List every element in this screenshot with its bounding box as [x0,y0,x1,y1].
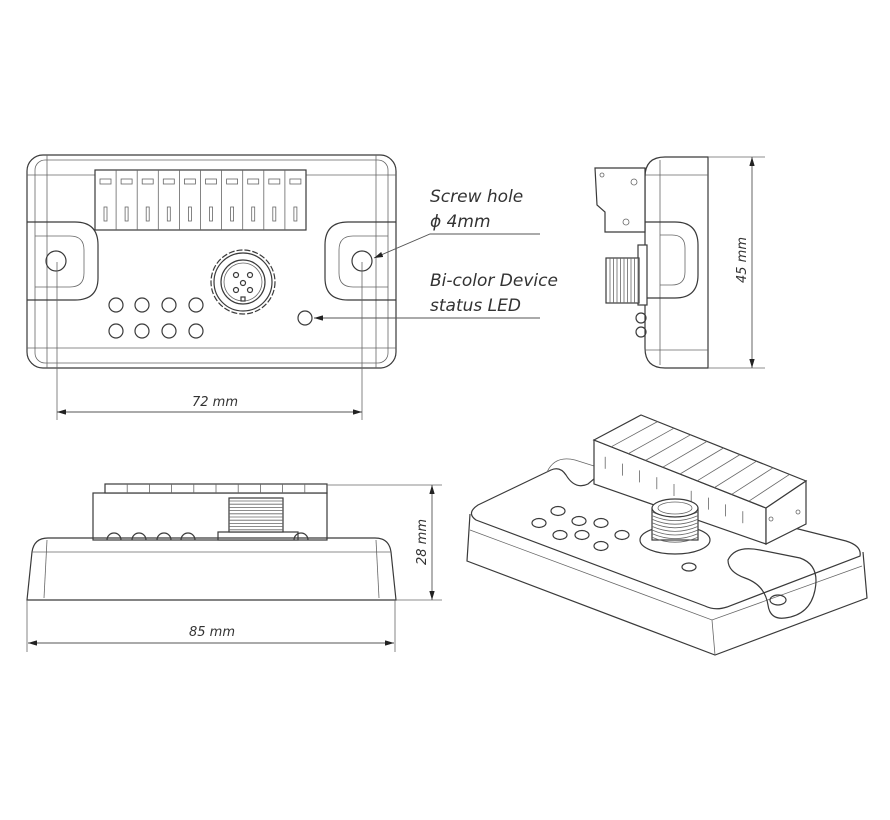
terminal-wire-entry [187,206,192,222]
elevation-view [26,483,397,601]
terminal-wire-entry [166,206,171,222]
status-led-label: Bi-color Device [430,271,558,291]
terminal-divider [679,447,724,475]
io-led [614,529,630,541]
thread-line [651,533,699,539]
io-led [188,297,204,313]
terminal-wire-entry [103,206,108,222]
io-led [593,517,609,529]
terminal-divider [714,460,757,488]
screw-hole-left [45,250,67,272]
terminal-screw-slot [268,178,281,185]
terminal-divider [611,421,658,448]
io-led [108,297,124,313]
dimension-85-label: 85 mm [189,625,235,640]
terminal-wire-entry [209,206,213,222]
io-led [531,517,547,529]
terminal-divider [731,467,774,495]
thread-line [651,536,699,543]
io-led [188,323,204,339]
iso-io-leds [531,505,630,552]
status-led [297,310,313,326]
iso-m12-connector [639,498,711,555]
thread-line [651,526,699,532]
thread-line [651,522,699,529]
terminal-screw-slot [120,178,133,185]
terminal-divider [748,474,790,502]
dimension-45-label: 45 mm [735,237,750,283]
mount-ear-left [27,221,99,301]
dimension-depth: 28 mm [327,484,442,601]
status-led-label-2: status LED [430,296,521,316]
io-led [134,297,150,313]
terminal-wire-entry [293,206,298,222]
terminal-wire-entry [272,206,277,222]
terminal-divider [696,454,741,482]
terminal-screw-slot [99,178,112,185]
isometric-view [466,414,868,656]
terminal-wire-entry [124,206,129,222]
terminal-wire-entry [230,206,235,222]
status-led-callout: Bi-color Device status LED [314,271,558,321]
thread-line [651,518,699,525]
terminal-wire-entry [145,206,150,222]
dimension-hole-spacing: 72 mm [56,262,363,420]
io-led [552,529,568,541]
thread-line [651,529,699,536]
terminal-block [94,169,307,231]
terminal-screw-slot [205,178,217,185]
terminal-divider [645,434,691,461]
screw-hole-label: Screw hole [430,187,523,207]
dimension-72-label: 72 mm [192,395,238,410]
io-led [134,323,150,339]
dimension-length: 85 mm [26,600,396,652]
dimension-28-label: 28 mm [415,519,430,565]
terminal-divider [628,427,675,454]
m12-connector [210,249,276,315]
io-led [593,540,609,552]
terminal-wire-entry [251,206,256,222]
io-led-grid [108,297,204,339]
terminal-screw-slot [226,178,239,185]
terminal-screw-slot [289,178,302,185]
io-led [161,297,177,313]
terminal-screw-slot [183,178,196,185]
io-led [161,323,177,339]
io-led [550,505,566,517]
io-led [574,529,590,541]
terminal-screw-slot [247,178,260,185]
io-led [108,323,124,339]
terminal-screw-slot [162,178,175,185]
screw-hole-callout: Screw hole ϕ 4mm [373,187,540,259]
io-led [571,515,587,527]
mount-ear-right [324,221,396,301]
dimension-height: 45 mm [708,156,765,369]
terminal-divider [662,441,708,468]
side-view [594,156,709,369]
terminal-screw-slot [141,178,154,185]
front-view [26,154,397,369]
thread-line [651,515,699,521]
screw-hole-diameter-label: ϕ 4mm [430,212,491,232]
